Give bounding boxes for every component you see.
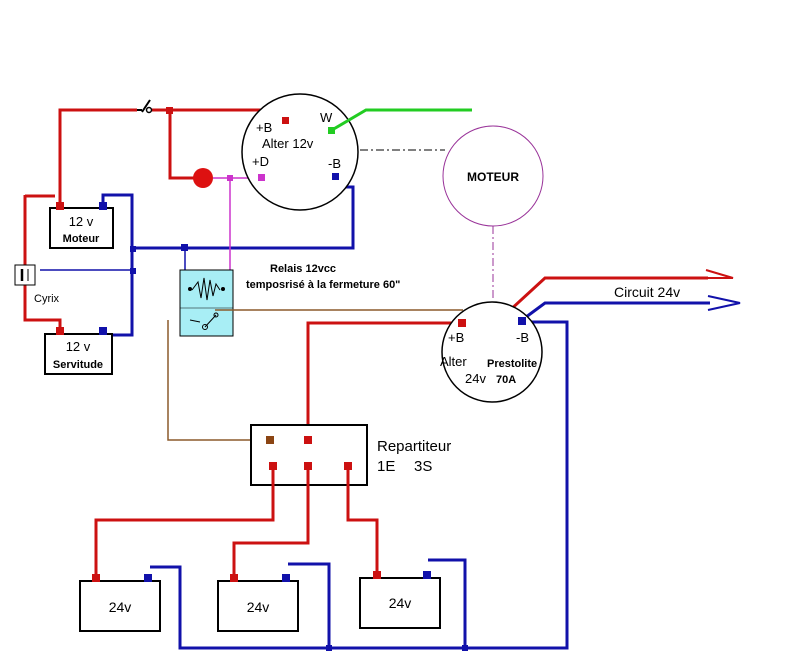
wire-positive-alter24-to-repartiteur	[306, 321, 463, 440]
wire-relay-contact	[167, 320, 270, 441]
battery-24v-1: 24v	[79, 574, 161, 632]
cyrix-label: Cyrix	[34, 293, 60, 305]
ignition-switch	[137, 99, 153, 114]
battery-24v-3: 24v	[359, 571, 441, 629]
battery-24v-1-label: 24v	[109, 599, 132, 615]
alter12-name: Alter 12v	[262, 136, 314, 151]
alter24-volt: 24v	[465, 371, 486, 386]
wire-negative-alter24-to-circuit	[521, 301, 710, 322]
bat-servitude-volt: 12 v	[66, 339, 91, 354]
cyrix-coupler: Cyrix	[14, 264, 60, 305]
repartiteur-name: Repartiteur	[377, 438, 451, 455]
relay-label-line2: temposrisé à la fermeture 60"	[246, 279, 400, 291]
charge-lamp	[193, 168, 213, 188]
wire-negative-moteur	[101, 193, 134, 337]
battery-24v-2-label: 24v	[247, 599, 270, 615]
motor-label: MOTEUR	[467, 170, 519, 184]
alter24-amp: 70A	[496, 374, 516, 386]
bat-moteur-name: Moteur	[63, 233, 100, 245]
wire-negative-alter24-bus	[150, 320, 569, 650]
alter24-b-plus: +B	[448, 330, 464, 345]
relay-label-line1: Relais 12vcc	[270, 263, 336, 275]
alter24-brand: Prestolite	[487, 358, 537, 370]
wire-w	[331, 108, 472, 132]
wire-positive-bat2	[232, 470, 310, 578]
circuit-negative-arrow	[707, 295, 741, 311]
junction-dot	[227, 175, 233, 181]
bat-moteur-volt: 12 v	[69, 214, 94, 229]
circuit-positive-arrow	[705, 269, 734, 279]
alter12-d-plus: +D	[252, 154, 269, 169]
wire-negative-bat3	[428, 558, 467, 648]
wire-positive-alter-to-lamp	[168, 110, 194, 180]
wire-positive-moteur	[58, 108, 137, 205]
alternator-12v: +B W Alter 12v +D -B	[241, 93, 359, 211]
alternator-24v: +B -B Alter Prestolite 24v 70A	[440, 301, 543, 403]
motor: MOTEUR	[442, 125, 544, 227]
wire-positive-bat3	[346, 470, 379, 574]
alter12-w: W	[320, 110, 333, 125]
battery-24v-3-label: 24v	[389, 595, 412, 611]
battery-12v-servitude: 12 v Servitude	[44, 327, 113, 375]
repartiteur-spec2: 3S	[414, 458, 432, 475]
battery-12v-moteur: 12 v Moteur	[49, 202, 114, 249]
alter12-b-minus: -B	[328, 156, 341, 171]
alter24-name: Alter	[440, 354, 467, 369]
repartiteur-spec1: 1E	[377, 458, 395, 475]
bat-servitude-name: Servitude	[53, 359, 103, 371]
circuit-label: Circuit 24v	[614, 284, 680, 300]
wire-negative-bat2	[288, 562, 331, 648]
alter12-b-plus: +B	[256, 120, 272, 135]
time-delay-relay	[179, 269, 234, 337]
wire-positive-bat1	[94, 470, 275, 578]
battery-24v-2: 24v	[217, 574, 299, 632]
alter24-b-minus: -B	[516, 330, 529, 345]
